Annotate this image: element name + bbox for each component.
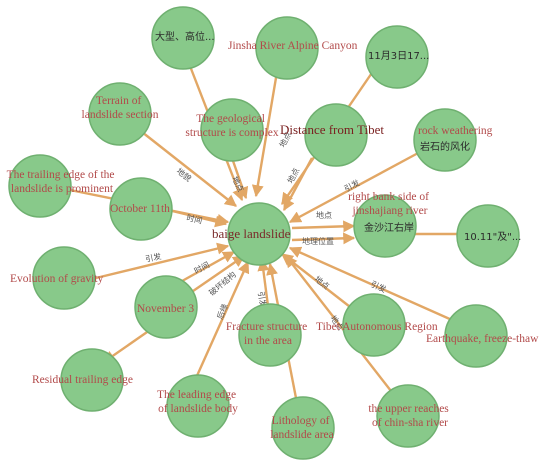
- label-fracture: Fracture structure in the area: [226, 321, 310, 347]
- edge-upper-center: [285, 255, 399, 401]
- node-nov3cn[interactable]: [365, 25, 429, 89]
- label-nov3cn: 11月3日17...: [368, 50, 429, 62]
- edge-tibetdist-center: [282, 157, 314, 212]
- label-fracture-line1: Fracture structure: [226, 321, 307, 333]
- node-1011[interactable]: [456, 204, 520, 268]
- node-geo[interactable]: [200, 98, 264, 162]
- node-gravity[interactable]: [32, 246, 96, 310]
- label-terrain: Terrain of landslide section: [82, 95, 159, 121]
- label-dx: 大型、高位...: [155, 30, 215, 43]
- label-lithology: Lithology of landslide area: [270, 415, 334, 441]
- edge-label-location-right: 地点: [316, 210, 332, 220]
- edge-center-jsj2: [291, 232, 356, 245]
- label-rockcn: 岩石的风化: [420, 140, 470, 153]
- label-lithology-line1: Lithology of: [272, 415, 330, 427]
- node-fracture[interactable]: [238, 303, 302, 367]
- node-quake[interactable]: [444, 304, 508, 368]
- node-lithology[interactable]: [271, 396, 335, 460]
- label-residual: Residual trailing edge: [32, 374, 133, 386]
- node-jsj[interactable]: [353, 194, 417, 258]
- edge-canyon-center: [251, 65, 280, 198]
- label-terrain-line2: landslide section: [82, 109, 159, 121]
- node-rock[interactable]: [413, 108, 477, 172]
- label-rock: rock weathering: [418, 125, 493, 137]
- nodes: [8, 6, 520, 460]
- edges: [69, 47, 458, 401]
- label-canyon: Jinsha River Alpine Canyon: [228, 40, 358, 52]
- edge-label-geoloc: 地理位置: [302, 236, 334, 246]
- label-upper-line2: of chin-sha river: [372, 417, 448, 429]
- edge-geo-center: [230, 157, 249, 200]
- edge-label-time-nov: 时间: [192, 259, 211, 275]
- node-nov3[interactable]: [134, 275, 198, 339]
- node-tibetdist[interactable]: [304, 103, 368, 167]
- node-labels: 大型、高位... Jinsha River Alpine Canyon 11月3…: [7, 30, 539, 441]
- node-center[interactable]: [227, 202, 291, 266]
- label-gravity: Evolution of gravity: [10, 273, 104, 285]
- edge-center-jsj: [291, 220, 356, 233]
- node-trailing[interactable]: [8, 154, 72, 218]
- label-jsjcn: 金沙江右岸: [364, 221, 414, 234]
- label-geo: The geological structure is complex: [185, 113, 279, 139]
- label-center: baige landslide: [212, 226, 291, 241]
- label-geo-line2: structure is complex: [185, 127, 279, 139]
- label-terrain-line1: Terrain of: [96, 95, 142, 107]
- label-geo-line1: The geological: [196, 113, 265, 125]
- edge-terrain-center: [141, 131, 237, 207]
- label-upper: the upper reaches of chin-sha river: [368, 403, 451, 429]
- edge-label-location-tar: 地点: [313, 274, 332, 292]
- node-residual[interactable]: [60, 348, 124, 412]
- label-trailing-line2: landslide is prominent: [11, 183, 114, 195]
- label-fracture-line2: in the area: [244, 335, 292, 347]
- label-quake: Earthquake, freeze-thaw: [426, 333, 539, 345]
- edge-gravity-center: [95, 242, 230, 280]
- label-tar: Tibet Autonomous Region: [316, 321, 438, 333]
- edge-rock-center: [288, 150, 421, 224]
- label-trailing: The trailing edge of the landslide is pr…: [7, 169, 118, 195]
- label-lithology-line2: landslide area: [270, 429, 334, 441]
- node-tar[interactable]: [342, 293, 406, 357]
- label-tibetdist: Distance from Tibet: [280, 122, 384, 137]
- label-upper-line1: the upper reaches: [368, 403, 449, 415]
- label-oct11: October 11th: [110, 203, 170, 215]
- node-canyon[interactable]: [255, 16, 319, 80]
- label-rightbank-line1: right bank side of: [348, 191, 429, 203]
- label-1011: 10.11"及"...: [464, 231, 521, 243]
- label-leading-line2: of landslide body: [158, 403, 238, 415]
- edge-leading-center: [194, 260, 250, 379]
- label-rightbank-line2: jinshajiang river: [351, 205, 427, 217]
- edge-fracture-center: [257, 258, 270, 307]
- edge-label-cause-quake: 引发: [369, 279, 388, 295]
- node-dx[interactable]: [151, 6, 215, 70]
- node-oct11[interactable]: [109, 177, 173, 241]
- node-leading[interactable]: [166, 374, 230, 438]
- edge-quake-center: [288, 246, 453, 322]
- label-nov3: November 3: [137, 303, 194, 315]
- label-leading: The leading edge of landslide body: [157, 389, 239, 415]
- label-rightbank: right bank side of jinshajiang river: [348, 191, 432, 217]
- label-trailing-line1: The trailing edge of the: [7, 169, 115, 181]
- edge-label-terrain: 地貌: [175, 166, 194, 184]
- edge-label-cause-gravity: 引发: [144, 251, 162, 264]
- node-upper[interactable]: [376, 384, 440, 448]
- edge-label-time-oct: 时间: [186, 212, 204, 226]
- label-leading-line1: The leading edge: [157, 389, 236, 401]
- node-terrain[interactable]: [88, 82, 152, 146]
- edge-oct11-center: [167, 208, 228, 228]
